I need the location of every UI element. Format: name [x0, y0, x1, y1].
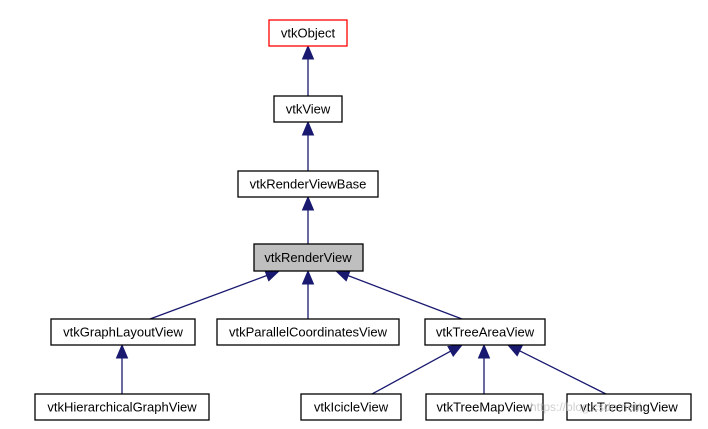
node-label: vtkIcicleView: [314, 400, 389, 415]
node-vtkTreeMapView[interactable]: vtkTreeMapView: [425, 393, 544, 421]
node-vtkTreeRingView[interactable]: vtkTreeRingView: [566, 393, 692, 421]
node-label: vtkRenderViewBase: [250, 177, 367, 192]
arrowhead-icon: [264, 269, 281, 282]
inheritance-edges: [115, 44, 607, 395]
arrowhead-icon: [301, 120, 315, 136]
node-label: vtkTreeAreaView: [436, 325, 535, 340]
arrowhead-icon: [506, 344, 523, 357]
inheritance-edge: [149, 274, 268, 320]
node-vtkParallelCoordinatesView[interactable]: vtkParallelCoordinatesView: [216, 318, 400, 346]
inheritance-edge: [519, 350, 607, 395]
arrowhead-icon: [447, 344, 464, 357]
inheritance-edge: [371, 350, 451, 395]
node-label: vtkTreeMapView: [436, 400, 533, 415]
node-vtkTreeAreaView[interactable]: vtkTreeAreaView: [424, 318, 546, 346]
node-label: vtkGraphLayoutView: [63, 325, 183, 340]
node-vtkRenderView[interactable]: vtkRenderView: [253, 243, 364, 272]
node-label: vtkTreeRingView: [580, 400, 678, 415]
arrowhead-icon: [301, 44, 315, 60]
node-vtkRenderViewBase[interactable]: vtkRenderViewBase: [237, 170, 379, 198]
arrowhead-icon: [115, 343, 129, 359]
node-label: vtkObject: [281, 26, 336, 41]
arrowhead-icon: [477, 343, 491, 359]
watermark: https://blog.csdn.net/....: [530, 400, 654, 414]
node-vtkObject[interactable]: vtkObject: [268, 19, 348, 47]
arrowhead-icon: [301, 269, 315, 285]
node-label: vtkRenderView: [264, 250, 352, 265]
arrowhead-icon: [334, 269, 351, 282]
node-label: vtkParallelCoordinatesView: [229, 325, 388, 340]
node-vtkGraphLayoutView[interactable]: vtkGraphLayoutView: [50, 318, 196, 346]
node-label: vtkHierarchicalGraphView: [47, 400, 197, 415]
arrowhead-icon: [301, 195, 315, 211]
inheritance-edge: [347, 275, 463, 320]
node-vtkHierarchicalGraphView[interactable]: vtkHierarchicalGraphView: [34, 393, 210, 421]
node-vtkView[interactable]: vtkView: [273, 95, 343, 123]
node-vtkIcicleView[interactable]: vtkIcicleView: [300, 393, 402, 421]
node-label: vtkView: [286, 102, 331, 117]
